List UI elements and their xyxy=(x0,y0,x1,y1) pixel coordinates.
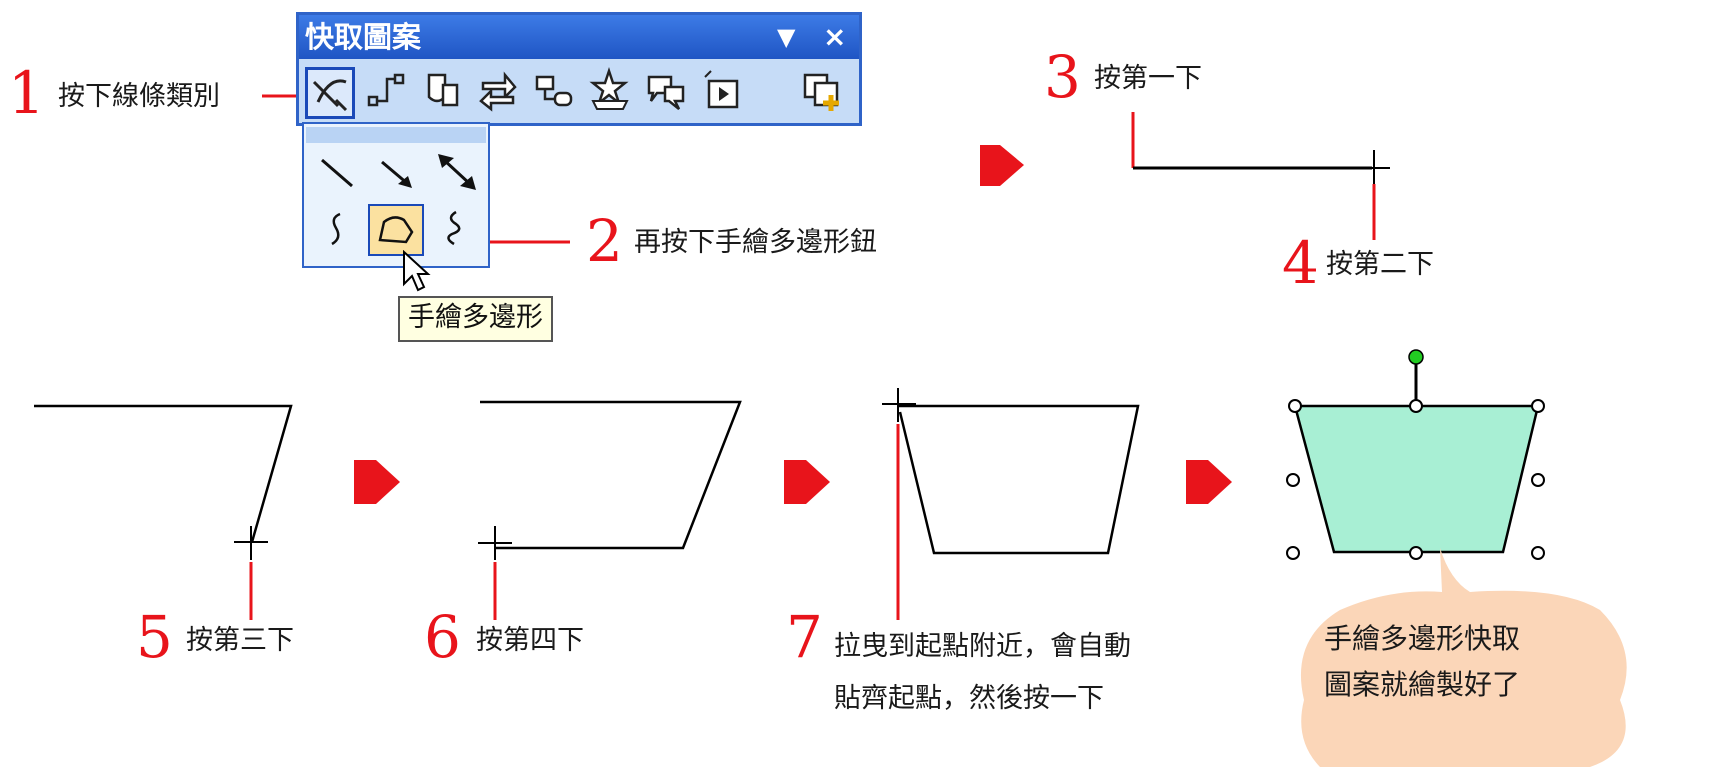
step-number-5: 5 xyxy=(136,603,173,671)
toolbar-title: 快取圖案 xyxy=(305,20,422,54)
drawn-path-6 xyxy=(480,400,742,550)
sizing-handle[interactable] xyxy=(1409,546,1423,560)
drawn-path-7 xyxy=(898,404,1140,555)
step-number-7: 7 xyxy=(786,603,823,671)
step-label-6: 按第四下 xyxy=(476,625,584,656)
next-arrow-1 xyxy=(980,145,1024,186)
freeform-shape-result[interactable] xyxy=(1293,404,1540,554)
lines-icon xyxy=(312,79,348,112)
more-autoshapes-button[interactable] xyxy=(799,67,849,119)
callout-line-1: 手繪多邊形快取 xyxy=(1324,622,1521,655)
stars-banners-button[interactable] xyxy=(587,67,637,119)
close-icon[interactable]: × xyxy=(823,20,847,53)
sizing-handle[interactable] xyxy=(1531,546,1545,560)
step-label-7-line2: 貼齊起點，然後按一下 xyxy=(834,683,1104,714)
step-label-1: 按下線條類別 xyxy=(58,81,220,112)
cloud-callout-text: 手繪多邊形快取 圖案就繪製好了 xyxy=(1324,616,1584,708)
palette-drag-handle[interactable] xyxy=(306,127,486,143)
block-arrows-button[interactable] xyxy=(475,67,525,119)
sizing-handle[interactable] xyxy=(1286,546,1300,560)
connectors-icon xyxy=(367,73,405,107)
freeform-icon xyxy=(378,216,414,244)
action-buttons-button[interactable] xyxy=(699,67,749,119)
cloud-callout xyxy=(1300,548,1627,767)
basic-shapes-icon xyxy=(427,73,459,107)
block-arrows-icon xyxy=(479,71,517,112)
toolbar-options-dropdown-icon[interactable]: ▼ xyxy=(777,23,796,51)
sizing-handle[interactable] xyxy=(1531,473,1545,487)
basic-shapes-button[interactable] xyxy=(419,67,469,119)
rotation-handle[interactable] xyxy=(1408,349,1424,365)
line-icon xyxy=(321,158,353,188)
mouse-pointer-icon xyxy=(403,250,431,292)
freeform-tool[interactable] xyxy=(368,204,424,256)
step-label-4: 按第二下 xyxy=(1326,249,1434,280)
connectors-button[interactable] xyxy=(363,67,413,119)
scribble-tool[interactable] xyxy=(430,204,486,256)
lines-button[interactable] xyxy=(305,67,355,119)
action-buttons-icon xyxy=(704,70,739,109)
next-arrow-2 xyxy=(354,460,400,504)
curve-tool[interactable] xyxy=(310,204,366,256)
step-label-3: 按第一下 xyxy=(1094,63,1202,94)
freeform-tooltip: 手繪多邊形 xyxy=(398,296,553,342)
sizing-handle[interactable] xyxy=(1286,473,1300,487)
autoshapes-toolbar: 快取圖案 ▼ × xyxy=(296,12,862,126)
double-arrow-icon xyxy=(438,154,476,190)
arrow-icon xyxy=(381,160,412,188)
step-number-1: 1 xyxy=(8,59,45,127)
flowchart-icon xyxy=(535,75,573,107)
arrow-tool[interactable] xyxy=(370,148,426,200)
toolbar-title-bar[interactable]: 快取圖案 ▼ × xyxy=(299,15,859,59)
step-number-2: 2 xyxy=(586,207,623,275)
step-number-6: 6 xyxy=(424,603,461,671)
callout-line-2: 圖案就繪製好了 xyxy=(1324,668,1521,701)
curve-icon xyxy=(331,212,341,246)
sizing-handle[interactable] xyxy=(1409,399,1423,413)
callouts-icon xyxy=(647,75,685,110)
stars-banners-icon xyxy=(589,67,629,110)
step-label-5: 按第三下 xyxy=(186,625,294,656)
more-autoshapes-icon xyxy=(803,73,839,111)
line-tool[interactable] xyxy=(310,148,366,200)
sizing-handle[interactable] xyxy=(1288,399,1302,413)
next-arrow-3 xyxy=(784,460,830,504)
lines-palette xyxy=(302,122,490,268)
flowchart-button[interactable] xyxy=(531,67,581,119)
step-label-7-line1: 拉曳到起點附近，會自動 xyxy=(834,631,1131,662)
sizing-handle[interactable] xyxy=(1531,399,1545,413)
callouts-button[interactable] xyxy=(643,67,693,119)
next-arrow-4 xyxy=(1186,460,1232,504)
drawn-path-5 xyxy=(34,404,293,543)
scribble-icon xyxy=(447,210,461,246)
step-number-3: 3 xyxy=(1044,43,1081,111)
step-number-4: 4 xyxy=(1282,229,1319,297)
double-arrow-tool[interactable] xyxy=(430,148,486,200)
step-label-2: 再按下手繪多邊形鈕 xyxy=(634,227,877,258)
